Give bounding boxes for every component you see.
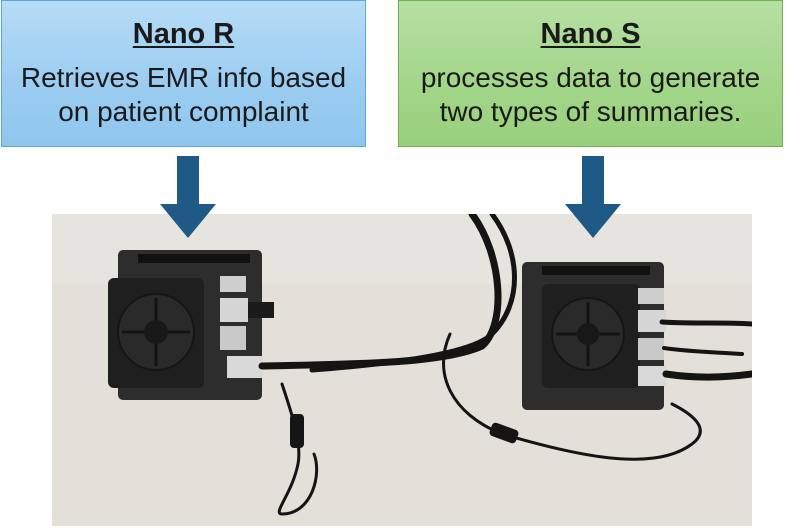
device-photo	[52, 210, 756, 526]
nano-s-title: Nano S	[540, 18, 641, 50]
nano-s-ethernet-port	[638, 310, 666, 332]
nano-s-hdmi-port	[638, 366, 666, 386]
device-photo-illustration	[52, 210, 756, 526]
nano-r-board	[108, 250, 274, 400]
nano-s-label-box: Nano S processes data to generate two ty…	[398, 0, 783, 147]
nano-r-ethernet-port	[220, 298, 248, 322]
ferrite-bead	[290, 414, 304, 448]
nano-r-usb-port	[220, 276, 246, 292]
down-arrow-icon	[565, 156, 621, 238]
nano-s-board	[522, 262, 666, 410]
nano-r-label-box: Nano R Retrieves EMR info based on patie…	[1, 0, 366, 147]
cables	[258, 210, 756, 516]
nano-r-usb-port	[220, 326, 246, 350]
ferrite-bead	[489, 422, 519, 444]
nano-s-description: processes data to generate two types of …	[420, 62, 761, 127]
nano-s-usb-port	[638, 338, 664, 360]
down-arrow-icon	[160, 156, 216, 238]
nano-s-usb-port	[638, 288, 664, 304]
nano-r-title: Nano R	[132, 18, 235, 50]
nano-r-hdmi-port	[227, 356, 263, 378]
nano-r-description: Retrieves EMR info based on patient comp…	[20, 62, 347, 127]
